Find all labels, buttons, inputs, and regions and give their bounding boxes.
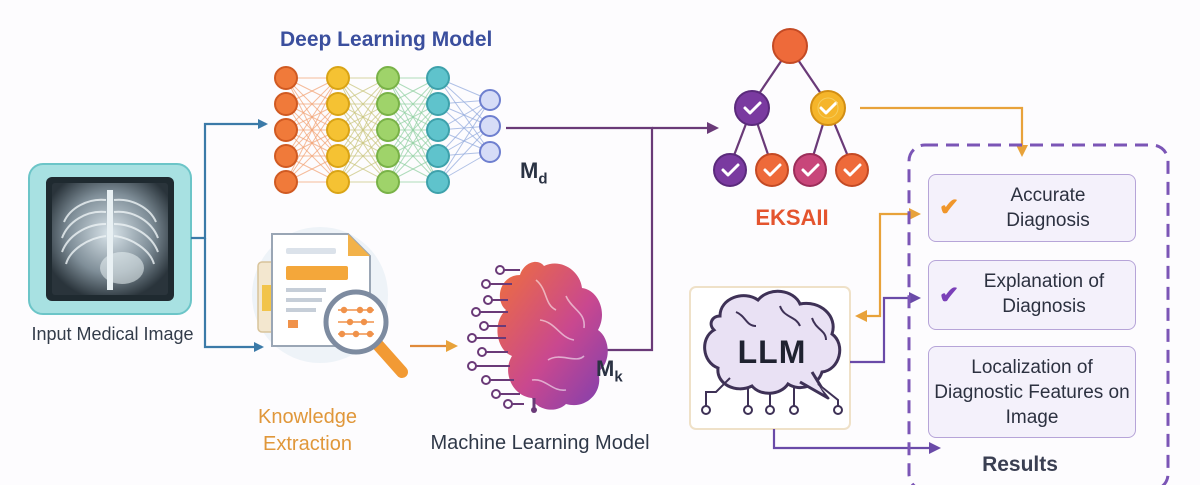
nn-node xyxy=(326,170,350,194)
nn-node xyxy=(479,141,501,163)
nn-edge xyxy=(437,99,491,157)
nn-edge xyxy=(437,99,491,183)
deep-learning-title: Deep Learning Model xyxy=(280,28,493,51)
nn-edge xyxy=(285,129,339,183)
nn-node xyxy=(426,170,450,194)
md-label: Md xyxy=(520,158,548,187)
check-icon: ✔ xyxy=(939,194,960,221)
nn-edge xyxy=(337,77,389,183)
nn-edge xyxy=(387,77,439,183)
nn-edge xyxy=(337,77,389,131)
llm-brain-icon xyxy=(689,286,851,430)
nn-node xyxy=(326,92,350,116)
localization-text: Localization of Diagnostic Features on I… xyxy=(934,357,1130,428)
nn-node xyxy=(426,118,450,142)
md-base: M xyxy=(520,158,539,183)
nn-node xyxy=(274,92,298,116)
md-sub: d xyxy=(538,170,548,188)
nn-edge xyxy=(387,77,439,131)
knowledge-extraction-label: Knowledge Extraction xyxy=(258,406,357,455)
nn-node xyxy=(326,66,350,90)
nn-node xyxy=(426,66,450,90)
nn-node xyxy=(326,118,350,142)
nn-node xyxy=(479,115,501,137)
nn-edge xyxy=(387,77,439,157)
arrow-input-to-knowledge xyxy=(203,238,264,352)
line-ml-out xyxy=(590,238,654,352)
result-localization: Localization of Diagnostic Features on I… xyxy=(928,346,1136,438)
nn-node xyxy=(274,144,298,168)
nn-node xyxy=(376,66,400,90)
nn-node xyxy=(376,118,400,142)
mk-sub: k xyxy=(614,368,623,386)
chest-xray-icon xyxy=(28,163,192,315)
nn-edge xyxy=(337,77,389,157)
nn-edge xyxy=(337,103,389,183)
mk-base: M xyxy=(596,356,615,381)
check-icon: ✔ xyxy=(939,282,960,309)
nn-edge xyxy=(437,125,491,183)
decision-tree-icon xyxy=(713,28,869,187)
nn-node xyxy=(426,92,450,116)
nn-edge xyxy=(387,103,439,183)
machine-learning-label: Machine Learning Model xyxy=(430,432,650,454)
nn-node xyxy=(426,144,450,168)
nn-node xyxy=(274,170,298,194)
result-accurate-diagnosis: ✔ Accurate Diagnosis xyxy=(928,174,1136,242)
llm-label: LLM xyxy=(737,334,807,370)
arrow-llm-accurate xyxy=(855,208,921,322)
results-container xyxy=(907,143,1170,485)
nn-node xyxy=(376,170,400,194)
nn-edge xyxy=(387,129,439,183)
nn-edge xyxy=(285,77,339,183)
results-heading: Results xyxy=(982,453,1058,476)
eksaii-label: EKSAII xyxy=(755,205,829,230)
nn-node xyxy=(326,144,350,168)
result-explanation: ✔ Explanation of Diagnosis xyxy=(928,260,1136,330)
nn-edge xyxy=(285,77,339,157)
document-magnifier-icon xyxy=(252,227,408,378)
nn-edge xyxy=(285,77,339,131)
nn-edge xyxy=(285,103,339,183)
nn-node xyxy=(376,144,400,168)
arrow-input-to-dl xyxy=(191,119,268,240)
accurate-diagnosis-text: Accurate Diagnosis xyxy=(1006,185,1090,231)
nn-node xyxy=(274,118,298,142)
nn-node xyxy=(479,89,501,111)
mk-label: Mk xyxy=(596,356,623,385)
brain-circuit-icon xyxy=(467,261,608,413)
nn-edge xyxy=(337,129,389,183)
input-medical-image-label: Input Medical Image xyxy=(31,324,194,344)
neural-network-icon xyxy=(274,66,501,194)
nn-node xyxy=(376,92,400,116)
arrow-llm-explanation xyxy=(850,292,921,364)
arrow-llm-results xyxy=(772,429,941,454)
explanation-text: Explanation of Diagnosis xyxy=(983,271,1105,317)
arrow-eksaii-to-results xyxy=(860,106,1028,157)
nn-node xyxy=(274,66,298,90)
